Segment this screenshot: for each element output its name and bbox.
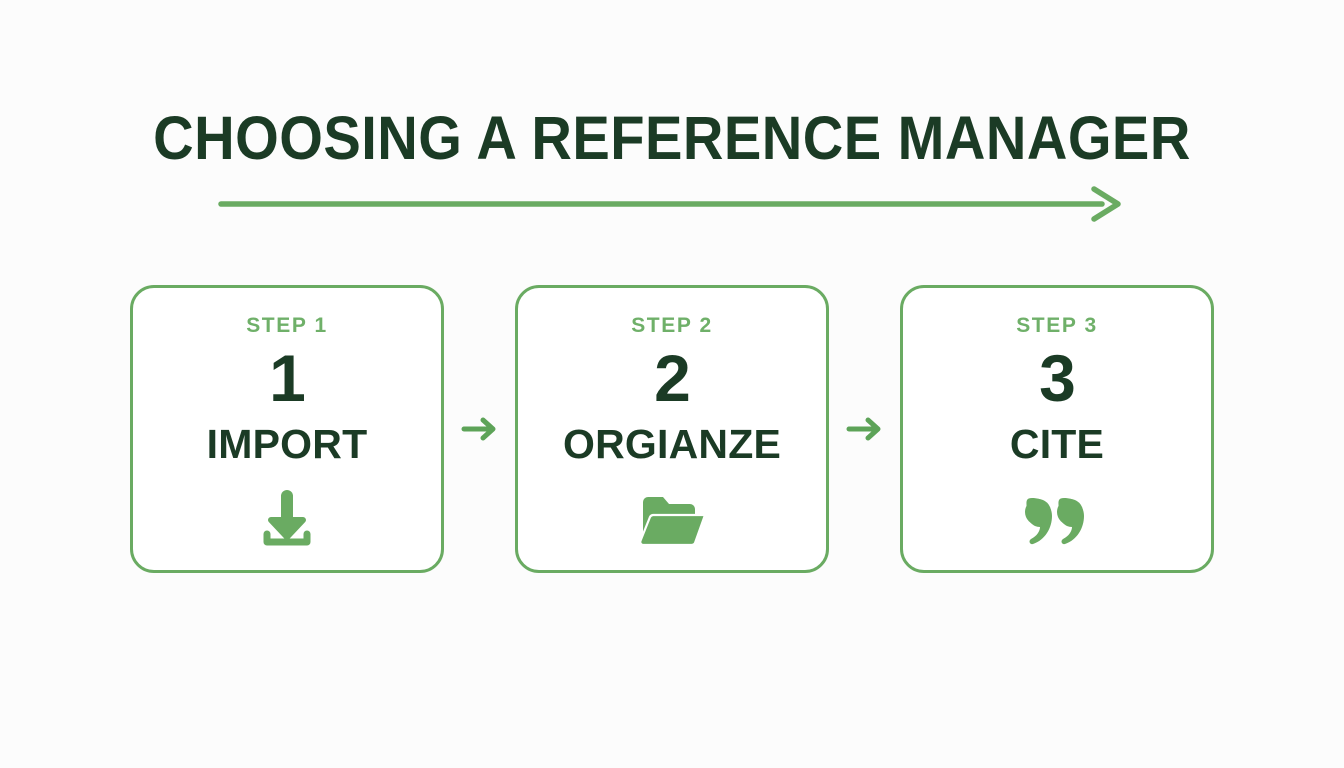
page-title: CHOOSING A REFERENCE MANAGER [153,104,1191,172]
title-underline-arrow [218,186,1124,222]
step-number: 3 [1039,341,1076,415]
right-arrow-icon [846,417,880,441]
step-eyebrow: STEP 3 [1016,314,1098,337]
step-icon-wrapper [256,485,318,557]
step-eyebrow: STEP 1 [246,314,328,337]
download-icon [263,490,311,546]
long-right-arrow-icon [218,186,1121,222]
step-label: ORGIANZE [563,421,781,467]
step-number: 1 [269,341,306,415]
step-card-2[interactable]: STEP 2 2 ORGIANZE [515,285,829,573]
quotation-mark-icon [1025,498,1084,545]
step-card-1[interactable]: STEP 1 1 IMPORT [130,285,444,573]
step-card-3[interactable]: STEP 3 3 CITE [900,285,1214,573]
title-block: CHOOSING A REFERENCE MANAGER [0,108,1344,169]
step-label: IMPORT [206,421,368,467]
step-eyebrow: STEP 2 [631,314,713,337]
open-folder-icon [639,497,707,547]
connector-2 [837,409,893,449]
right-arrow-icon [461,417,495,441]
step-icon-wrapper [1024,485,1090,557]
step-icon-wrapper [637,485,707,557]
steps-row: STEP 1 1 IMPORT STEP 2 2 ORGIANZE [130,285,1214,573]
step-number: 2 [654,341,691,415]
step-label: CITE [1009,421,1105,467]
connector-1 [452,409,508,449]
